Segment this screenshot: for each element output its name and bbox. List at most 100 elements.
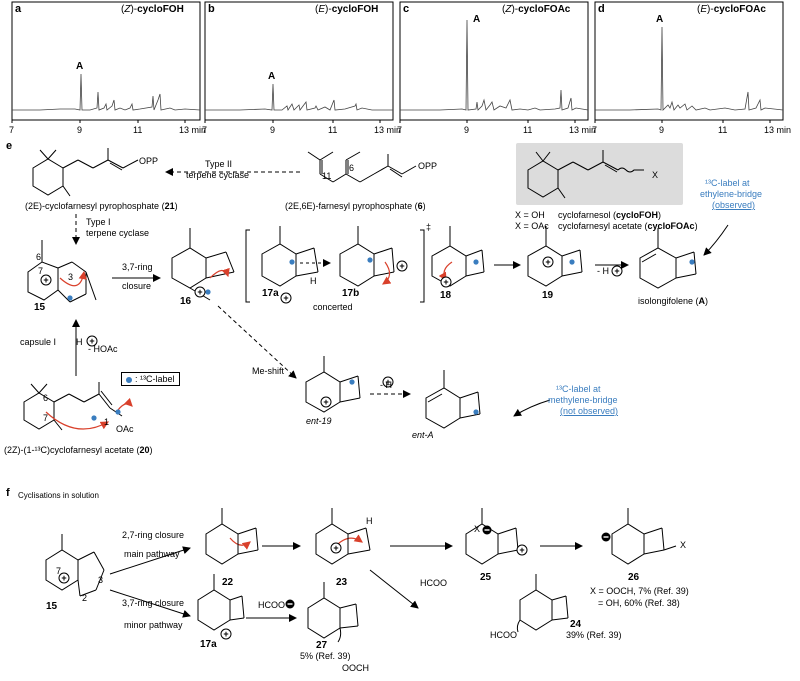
chromatogram-c [399, 1, 589, 121]
13c-dot-icon [126, 376, 132, 383]
h-plus-label: H [76, 337, 83, 347]
tick-a-9: 9 [77, 125, 83, 135]
chromatogram-d-title: (E)-cycloFOAc [697, 4, 766, 15]
cmpd-ent-19: ent-19 [306, 416, 332, 426]
cmpd-18: 18 [440, 290, 452, 301]
label-arrows [513, 224, 729, 417]
c6-label-20: 6 [43, 393, 49, 403]
label-observed-2: ethylene-bridge [700, 189, 763, 199]
cmpd-27: 27 [316, 640, 328, 651]
reaction-arrows [72, 168, 629, 622]
structures-e [23, 148, 697, 431]
electron-push-arrows [45, 261, 453, 550]
panel-letter-b: b [208, 3, 215, 15]
dagger: ‡ [426, 222, 432, 232]
oocH-label: OOCH [342, 663, 369, 673]
tick-c-7: 7 [397, 125, 403, 135]
peak-a-b: A [268, 71, 276, 82]
ring-closure-label: 3,7-ring [122, 262, 153, 272]
label-observed-1: ¹³C-label at [705, 178, 750, 188]
structures-f [45, 508, 677, 643]
xminus-label: X [474, 524, 481, 534]
panel-letter-c: c [403, 3, 410, 15]
chromatogram-b [204, 1, 394, 121]
chromatogram-a [11, 1, 201, 121]
p27-label: 2,7-ring closure [122, 530, 185, 540]
chromatogram-b-title: (E)-cycloFOH [315, 4, 379, 15]
peak-a-c: A [473, 14, 481, 25]
hoac-label: - HOAc [88, 344, 118, 354]
cyclofarnesol-name: cyclofarnesol (cycloFOH) [558, 210, 662, 220]
label-not-observed-3: (not observed) [560, 406, 619, 416]
label-not-observed-2: methylene-bridge [548, 395, 618, 405]
anion-symbols [285, 525, 611, 609]
svg-text:+: + [443, 277, 448, 287]
chromatogram-d [594, 1, 784, 121]
acetate-name: (2Z)-(1-¹³C)cyclofarnesyl acetate (20) [4, 445, 153, 455]
cmpd-23: 23 [336, 577, 348, 588]
opp-label-21: OPP [139, 156, 159, 166]
minus-h-label: - H [597, 266, 609, 276]
minus-h-label-2: - H [380, 380, 392, 390]
c6-label-fpp: 6 [349, 163, 355, 173]
c6-label-15: 6 [36, 252, 42, 262]
label-observed-3: (observed) [712, 200, 756, 210]
h-17a: H [310, 276, 317, 286]
p37-label: 3,7-ring closure [122, 598, 185, 608]
tick-c-9: 9 [464, 125, 470, 135]
tick-a-7: 7 [9, 125, 15, 135]
tick-b-7: 7 [202, 125, 208, 135]
tick-d-13: 13 min [764, 125, 792, 135]
c7-label-15: 7 [38, 266, 44, 276]
svg-text:+: + [223, 629, 228, 639]
x-oac: X = OAc [515, 221, 549, 231]
svg-text:+: + [89, 336, 94, 346]
tick-d-11: 11 [718, 125, 728, 135]
cyclofarnesyl-acetate-name: cyclofarnesyl acetate (cycloFOAc) [558, 221, 698, 231]
x-label-26: X [680, 540, 687, 550]
tick-b-11: 11 [328, 125, 338, 135]
panel-letter-a: a [15, 3, 22, 15]
cmpd-17b: 17b [342, 288, 360, 299]
c11-label: 11 [322, 171, 332, 181]
yield-24: 39% (Ref. 39) [566, 630, 622, 640]
cmpd-22: 22 [222, 577, 234, 588]
svg-text:+: + [545, 257, 550, 267]
x-eq-2: = OH, 60% (Ref. 38) [598, 598, 680, 608]
cyclofarnesol-box [516, 143, 683, 205]
c7-label-f: 7 [56, 566, 62, 576]
c2-label-f: 2 [82, 593, 88, 603]
minor-pathway-label: minor pathway [124, 620, 183, 630]
svg-text:+: + [385, 377, 390, 387]
opp-label-6: OPP [418, 161, 438, 171]
svg-text:+: + [43, 275, 48, 285]
cmpd-16: 16 [180, 296, 192, 307]
svg-text:+: + [519, 545, 524, 555]
tick-a-13: 13 min [179, 125, 207, 135]
chromatogram-a-title: (Z)-cycloFOH [121, 4, 184, 15]
main-pathway-label: main pathway [124, 549, 180, 559]
chromatogram-c-title: (Z)-cycloFOAc [502, 4, 571, 15]
panel-letter-f: f [6, 487, 10, 499]
svg-text:+: + [61, 573, 66, 583]
c7-label-20: 7 [43, 413, 49, 423]
cmpd-17a: 17a [262, 288, 279, 299]
13c-label-dots [67, 257, 695, 421]
x-eq-1: X = OOCH, 7% (Ref. 39) [590, 586, 689, 596]
tick-b-13: 13 min [374, 125, 402, 135]
me-shift-label: Me-shift [252, 366, 285, 376]
svg-text:+: + [333, 543, 338, 553]
concerted-label: concerted [313, 302, 353, 312]
h-23: H [366, 516, 373, 526]
c3-label-15: 3 [68, 272, 74, 282]
isolongifolene-name: isolongifolene (A) [638, 296, 709, 306]
capsule-label: capsule I [20, 337, 57, 347]
ring-closure-label-2: closure [122, 281, 152, 291]
c1-label-20: 1 [104, 417, 110, 427]
cmpd-19: 19 [542, 290, 554, 301]
panel-f-title: Cyclisations in solution [18, 491, 99, 500]
svg-text:+: + [399, 261, 404, 271]
cmpd-15: 15 [34, 302, 46, 313]
type2-sub: terpene cyclase [186, 170, 250, 180]
